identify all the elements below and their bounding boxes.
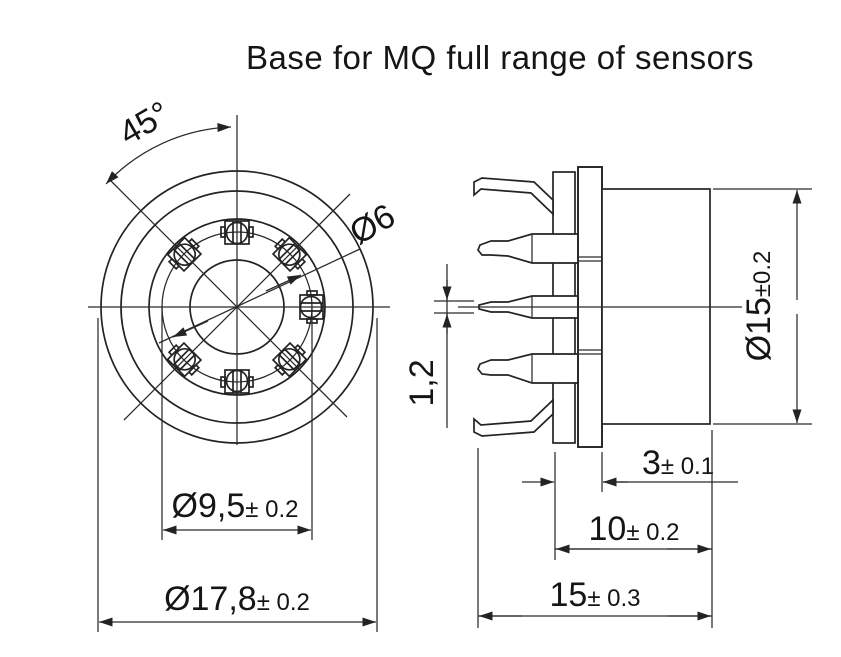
dim-pin-circle: Ø9,5± 0.2 <box>161 307 313 540</box>
dim-pin-angle: 45° <box>105 94 232 185</box>
drawing-title: Base for MQ full range of sensors <box>246 39 754 76</box>
pin-side-bent-bottom <box>473 398 554 437</box>
angle-arc <box>105 123 232 185</box>
dim-outer-diameter: Ø17,8± 0.2 <box>97 318 378 632</box>
bore-arrow-ne <box>265 274 302 292</box>
diagonal-nw-se <box>109 179 348 418</box>
dim-body-diameter: Ø15±0.2 <box>713 188 812 425</box>
bore-arrow-sw <box>172 320 209 338</box>
top-view: 45° Ø6 Ø9,5± 0.2 Ø17,8± 0.2 <box>88 94 402 632</box>
pin-circle-label: Ø9,5± 0.2 <box>172 487 299 525</box>
pin-thickness-label: 1,2 <box>403 359 441 406</box>
pin-side-lower <box>477 353 579 384</box>
total-length-label: 15± 0.3 <box>549 576 640 614</box>
dim-total-length: 15± 0.3 <box>477 448 712 628</box>
body-diameter-label: Ø15±0.2 <box>740 251 778 362</box>
dim-body-length: 10± 0.2 <box>555 430 713 628</box>
side-view: Ø15±0.2 1,2 3± 0.1 10± 0.2 <box>403 166 812 628</box>
dim-pin-thickness: 1,2 <box>403 264 474 428</box>
angle-label: 45° <box>113 94 177 153</box>
dim-flange-thickness: 3± 0.1 <box>522 444 738 560</box>
outer-diameter-label: Ø17,8± 0.2 <box>164 580 310 618</box>
body-length-label: 10± 0.2 <box>588 510 679 548</box>
dim-bore-diameter: Ø6 <box>158 197 402 344</box>
pin-side-bent-top <box>473 177 554 216</box>
pin-side-upper <box>477 233 579 264</box>
bore-leader-line <box>158 248 361 344</box>
bore-label: Ø6 <box>343 197 401 253</box>
flange-thickness-label: 3± 0.1 <box>642 444 714 482</box>
